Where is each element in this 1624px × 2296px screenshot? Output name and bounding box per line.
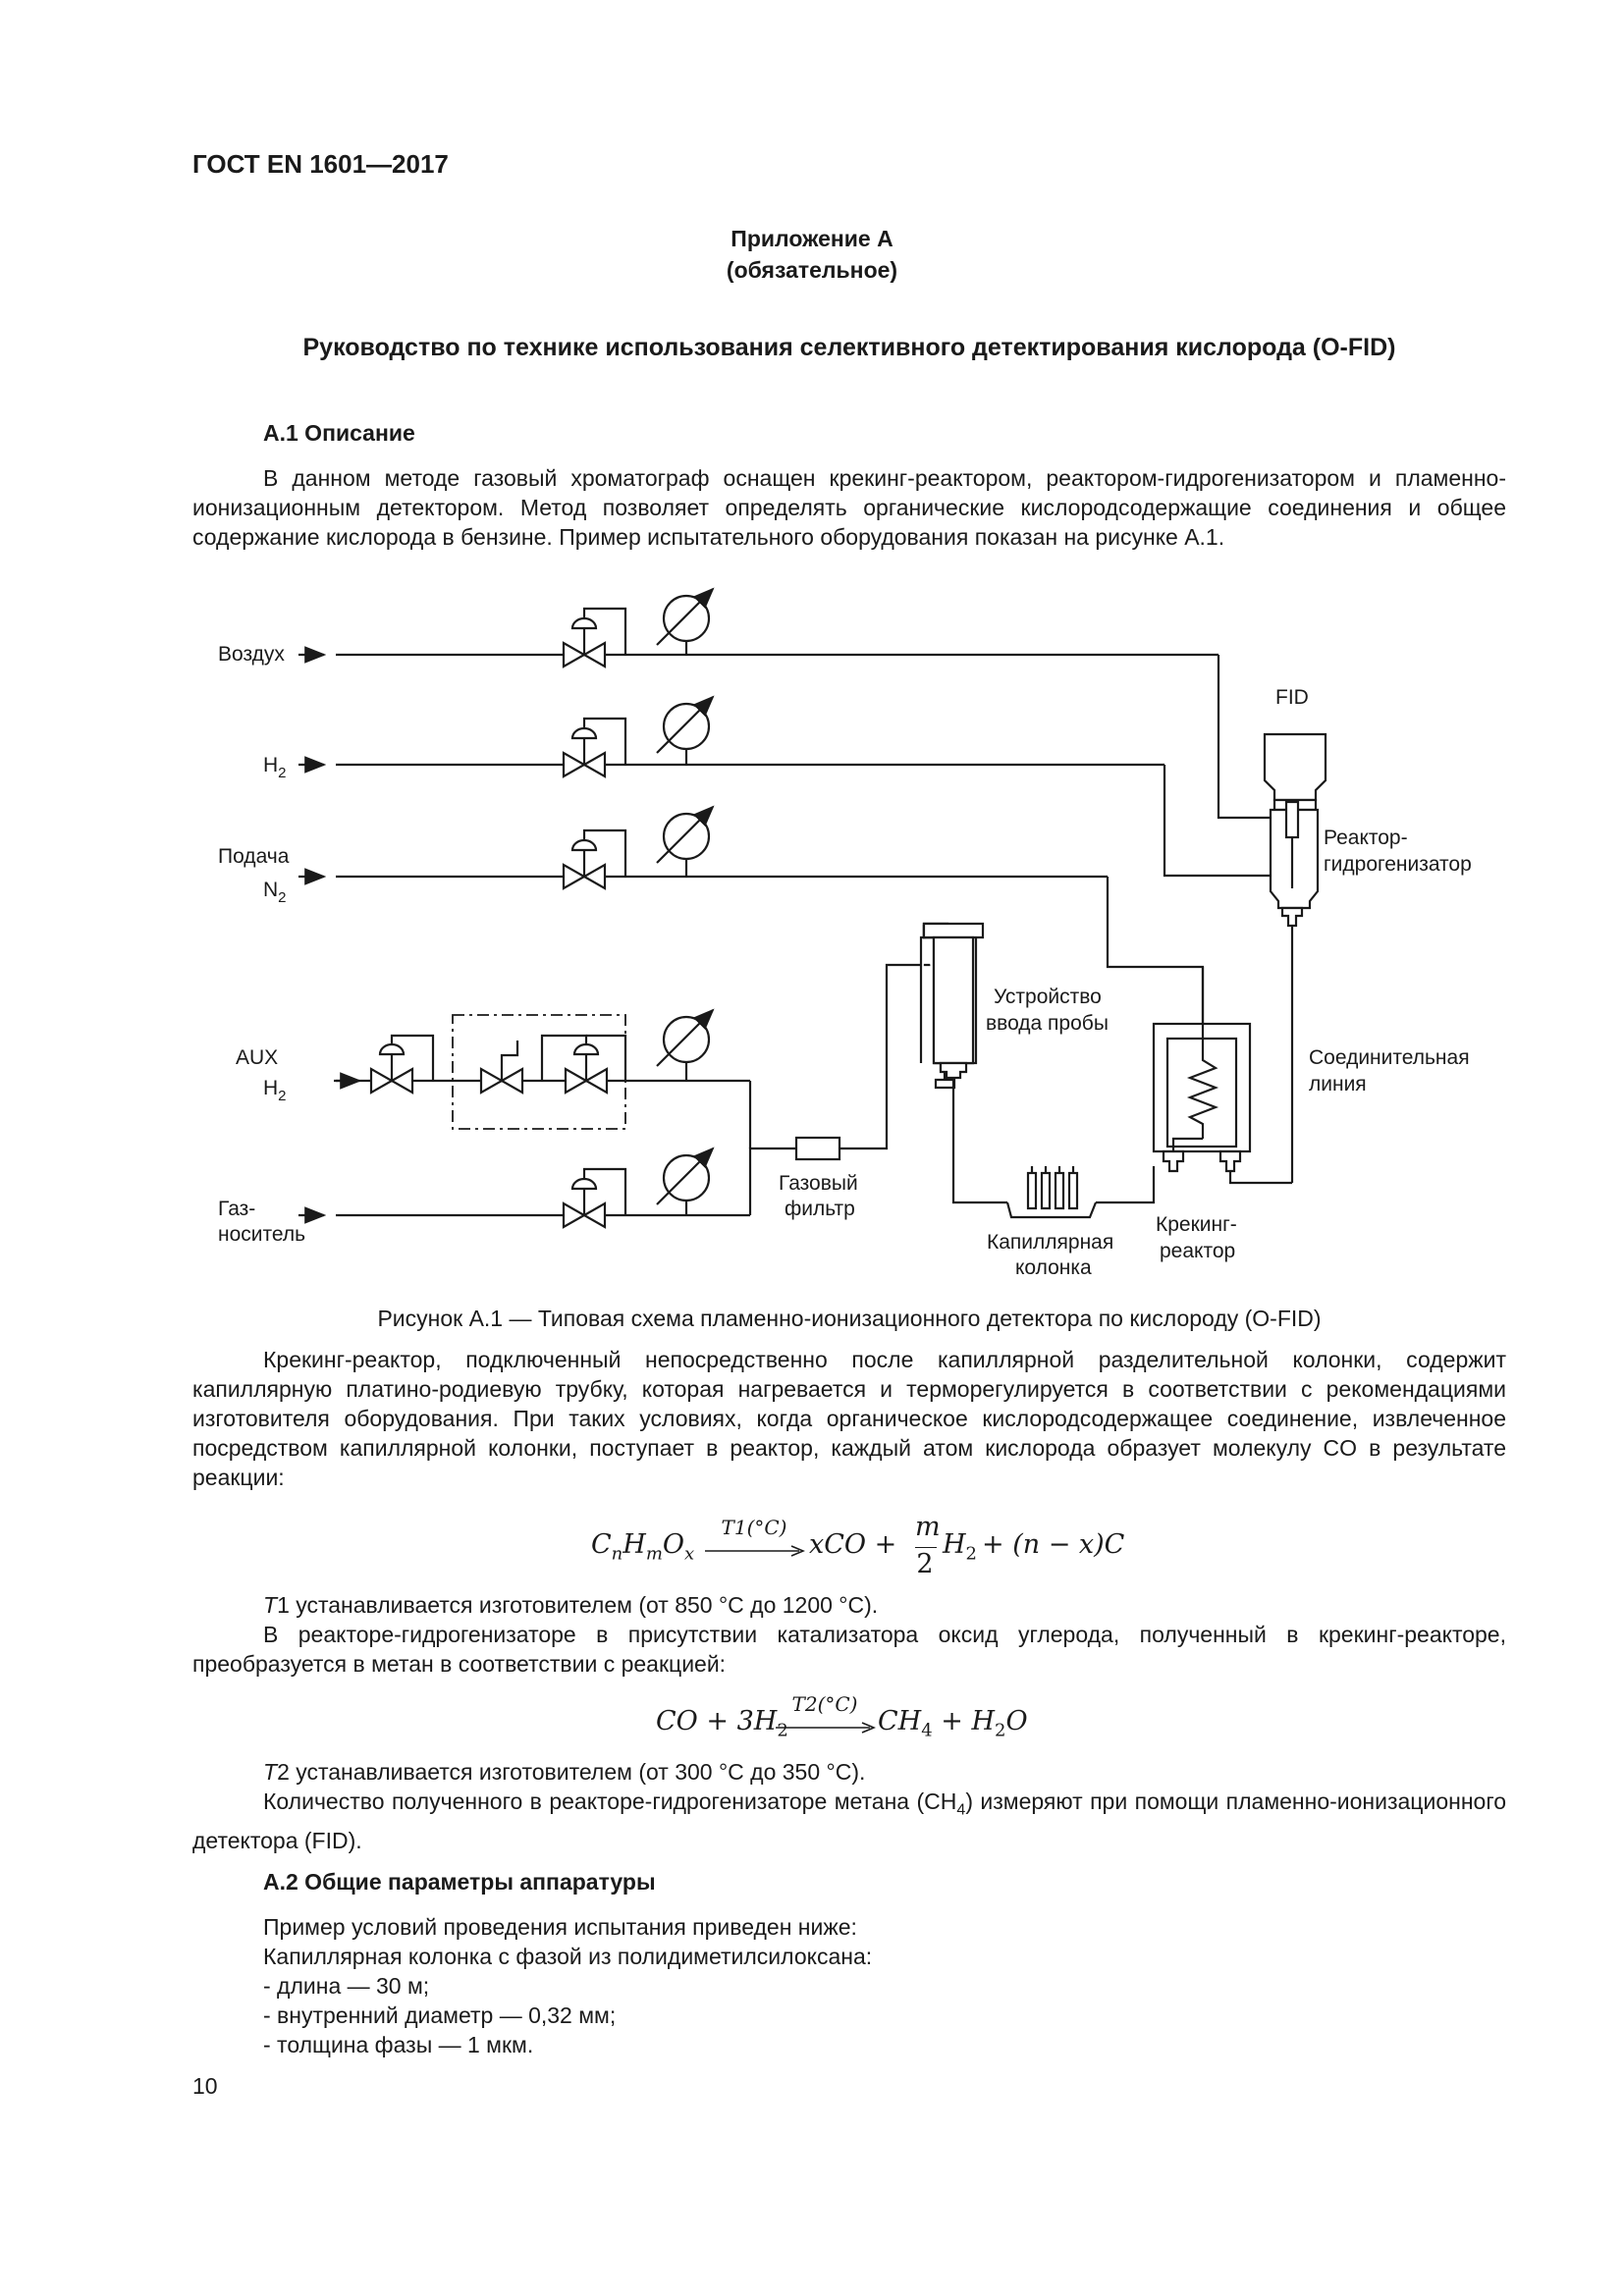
- eq1-rhs-1: xCO +: [809, 1529, 897, 1560]
- eq2-rhs: CH4 + H2O: [878, 1706, 1028, 1741]
- label-feed: Подача: [218, 845, 290, 868]
- section-a2-heading: А.2 Общие параметры аппаратуры: [263, 1869, 656, 1895]
- section-a1-heading: А.1 Описание: [263, 420, 415, 446]
- conditions-line-1: Пример условий проведения испытания прив…: [263, 1914, 857, 1940]
- fraction-bar: [915, 1547, 937, 1548]
- label-column-2: колонка: [1015, 1256, 1092, 1279]
- t1-statement: T1 устанавливается изготовителем (от 850…: [263, 1592, 879, 1618]
- label-carrier-1: Газ-: [218, 1198, 255, 1220]
- label-fid: FID: [1275, 686, 1309, 709]
- valve-icon: [369, 1034, 435, 1095]
- label-filter-2: фильтр: [785, 1198, 855, 1220]
- label-cracker-1: Крекинг-: [1156, 1213, 1237, 1236]
- check-valve-icon: [479, 1041, 524, 1095]
- valve-icon: [562, 828, 627, 890]
- pressure-gauge-icon: [656, 695, 715, 765]
- label-cracker-2: реактор: [1160, 1240, 1235, 1262]
- body-paragraph-cracking: Крекинг-реактор, подключенный непосредст…: [192, 1347, 1506, 1490]
- hydrogen-line: [336, 695, 1271, 878]
- pressure-gauge-icon: [656, 587, 715, 655]
- t2-statement: T2 устанавливается изготовителем (от 300…: [263, 1759, 866, 1785]
- conditions-line-5: - толщина фазы — 1 мкм.: [263, 2032, 534, 2057]
- nitrogen-line: [336, 805, 1205, 1026]
- valve-icon: [562, 607, 627, 668]
- valve-icon: [562, 717, 627, 778]
- valve-icon: [540, 1034, 627, 1095]
- pressure-gauge-icon: [656, 805, 715, 877]
- document-header: ГОСТ EN 1601—2017: [192, 149, 449, 179]
- eq1-rhs-2: H2: [943, 1529, 977, 1565]
- pressure-gauge-icon: [656, 1147, 715, 1215]
- label-air: Воздух: [218, 643, 285, 666]
- sample-injector-body: [922, 922, 985, 1088]
- equation-hydrogenation: CO + 3H2 T2(°C) CH4 + H2O: [656, 1692, 1068, 1755]
- label-hydro-2: гидрогенизатор: [1324, 853, 1472, 876]
- label-transfer-2: линия: [1309, 1073, 1367, 1095]
- label-injector-1: Устройство: [994, 986, 1102, 1008]
- reaction-arrow-icon: [776, 1722, 876, 1734]
- aux-hydrogen-line: [336, 1008, 752, 1148]
- figure-caption: Рисунок А.1 — Типовая схема пламенно-ион…: [377, 1306, 1322, 1331]
- air-line: [336, 587, 1271, 820]
- capillary-column-icon: [1005, 1166, 1098, 1219]
- label-aux-h2: H2: [263, 1077, 287, 1104]
- gas-filter-icon: [794, 1136, 841, 1161]
- carrier-gas-line: [336, 1147, 796, 1229]
- label-transfer-1: Соединительная: [1309, 1046, 1470, 1069]
- conditions-line-2: Капиллярная колонка с фазой из полидимет…: [263, 1944, 873, 1969]
- eq1-lhs: CnHmOx: [591, 1529, 695, 1565]
- oxygen-fid-schematic: Воздух H2 Подача N2 AUX H2 Газ- носитель…: [218, 587, 1472, 1279]
- annex-status: (обязательное): [726, 257, 898, 283]
- eq1-rhs-3: + (n − x)C: [982, 1529, 1125, 1560]
- label-filter-1: Газовый: [779, 1172, 858, 1195]
- body-paragraph-hydrogenation: В реакторе-гидрогенизаторе в присутствии…: [192, 1622, 1506, 1677]
- label-aux: AUX: [236, 1046, 278, 1069]
- section-a1-paragraph: В данном методе газовый хроматограф осна…: [192, 465, 1506, 550]
- main-title: Руководство по технике использования сел…: [302, 334, 1396, 361]
- conditions-line-3: - длина — 30 м;: [263, 1973, 430, 1999]
- eq1-fraction-num: m: [915, 1512, 941, 1542]
- pressure-gauge-icon: [656, 1008, 715, 1081]
- eq1-fraction-den: 2: [916, 1549, 934, 1579]
- label-hydro-1: Реактор-: [1324, 827, 1408, 849]
- fid-detector-icon: [1263, 732, 1327, 812]
- eq2-arrow-label: T2(°C): [791, 1692, 858, 1716]
- body-paragraph-methane: Количество полученного в реакторе-гидрог…: [192, 1789, 1506, 1853]
- conditions-line-4: - внутренний диаметр — 0,32 мм;: [263, 2002, 617, 2028]
- cracking-reactor-icon: [1152, 967, 1292, 1185]
- annex-title: Приложение А: [731, 226, 893, 251]
- label-injector-2: ввода пробы: [986, 1012, 1109, 1035]
- label-n2: N2: [263, 879, 287, 906]
- page-number: 10: [192, 2073, 218, 2099]
- eq1-arrow-label: T1(°C): [721, 1516, 787, 1539]
- reaction-arrow-icon: [705, 1545, 805, 1557]
- label-carrier-2: носитель: [218, 1223, 305, 1246]
- valve-icon: [562, 1167, 627, 1229]
- eq2-lhs: CO + 3H2: [656, 1706, 788, 1741]
- label-h2: H2: [263, 754, 287, 781]
- hydrogenation-reactor-icon: [1269, 800, 1320, 937]
- equation-cracking: CnHmOx T1(°C) xCO + m 2 H2 + (n − x)C: [591, 1512, 1141, 1588]
- label-column-1: Капиллярная: [987, 1231, 1113, 1254]
